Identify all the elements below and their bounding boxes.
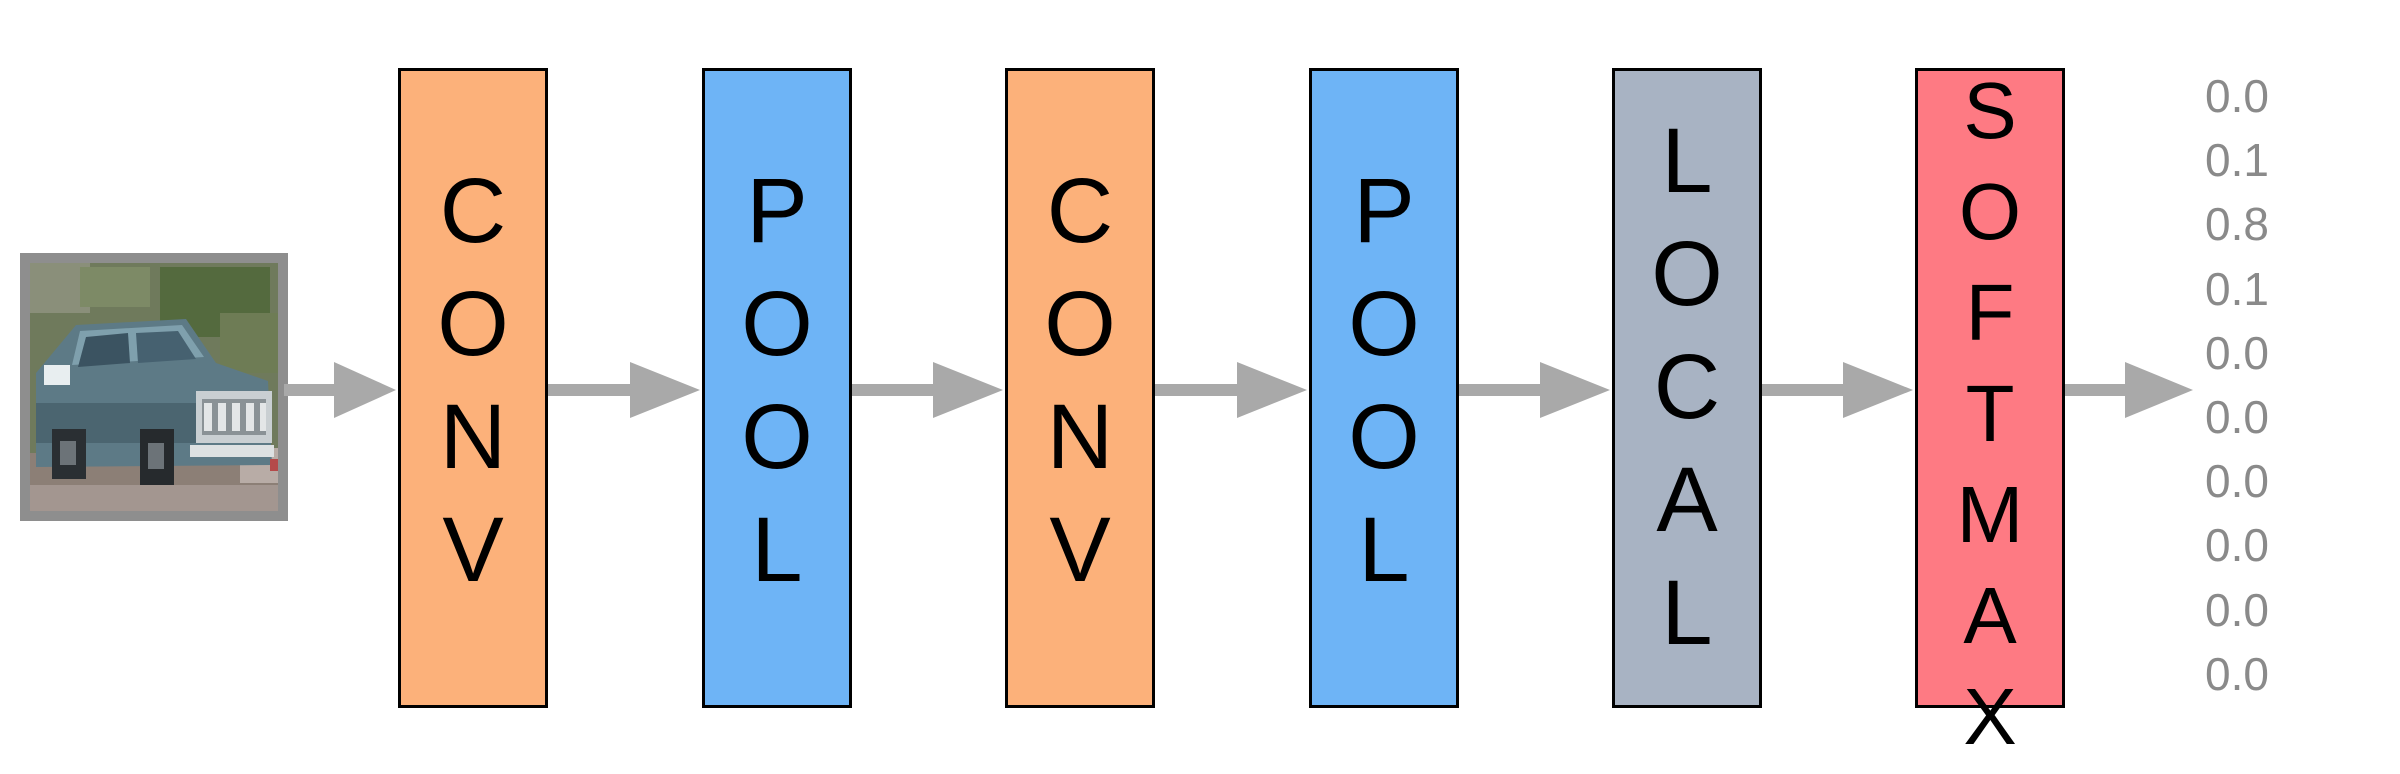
layer-letter: O xyxy=(437,273,509,375)
output-value: 0.0 xyxy=(2205,519,2269,572)
layer-letter: C xyxy=(1046,160,1114,262)
layer-letter: X xyxy=(1963,672,2017,761)
output-value: 0.0 xyxy=(2205,390,2269,443)
layer-letter: O xyxy=(741,386,813,488)
output-value: 0.0 xyxy=(2205,70,2269,122)
layer-letter: V xyxy=(1049,499,1111,601)
layer-letter: L xyxy=(1661,110,1713,212)
layer-letter: P xyxy=(746,160,808,262)
layer-letter: F xyxy=(1965,268,2015,357)
layer-letter: L xyxy=(751,499,803,601)
layer-letter: O xyxy=(1348,273,1420,375)
layer-letter: O xyxy=(1651,223,1723,325)
arrow-local-to-softmax xyxy=(1762,362,1913,418)
input-car-image xyxy=(20,253,288,521)
output-value: 0.1 xyxy=(2205,134,2269,187)
layer-letter: M xyxy=(1956,470,2024,559)
layer-letter: N xyxy=(1046,386,1114,488)
arrow-pool-to-local xyxy=(1459,362,1610,418)
arrow-conv-to-pool-2 xyxy=(1155,362,1307,418)
output-probabilities: 0.0 0.1 0.8 0.1 0.0 0.0 0.0 0.0 0.0 0.0 xyxy=(2205,64,2269,706)
layer-letter: O xyxy=(1958,167,2022,256)
arrow-input-to-conv xyxy=(284,362,396,418)
layer-letter: N xyxy=(439,386,507,488)
arrow-softmax-to-output xyxy=(2065,362,2193,418)
output-value: 0.0 xyxy=(2205,583,2269,636)
layer-letter: C xyxy=(1653,336,1721,438)
output-value: 0.0 xyxy=(2205,647,2269,700)
arrow-pool-to-conv xyxy=(852,362,1003,418)
output-value: 0.0 xyxy=(2205,455,2269,508)
layer-letter: O xyxy=(1348,386,1420,488)
layer-letter: P xyxy=(1353,160,1415,262)
layer-letter: A xyxy=(1656,449,1718,551)
layer-letter: L xyxy=(1358,499,1410,601)
arrow-conv-to-pool xyxy=(548,362,700,418)
output-value: 0.0 xyxy=(2205,326,2269,379)
layer-letter: A xyxy=(1963,571,2017,660)
layer-letter: O xyxy=(1044,273,1116,375)
output-value: 0.8 xyxy=(2205,198,2269,251)
layer-letter: V xyxy=(442,499,504,601)
layer-letter: C xyxy=(439,160,507,262)
layer-letter: L xyxy=(1661,562,1713,664)
layer-letter: S xyxy=(1963,66,2017,155)
layer-letter: O xyxy=(741,273,813,375)
layer-letter: T xyxy=(1965,369,2015,458)
output-value: 0.1 xyxy=(2205,262,2269,315)
